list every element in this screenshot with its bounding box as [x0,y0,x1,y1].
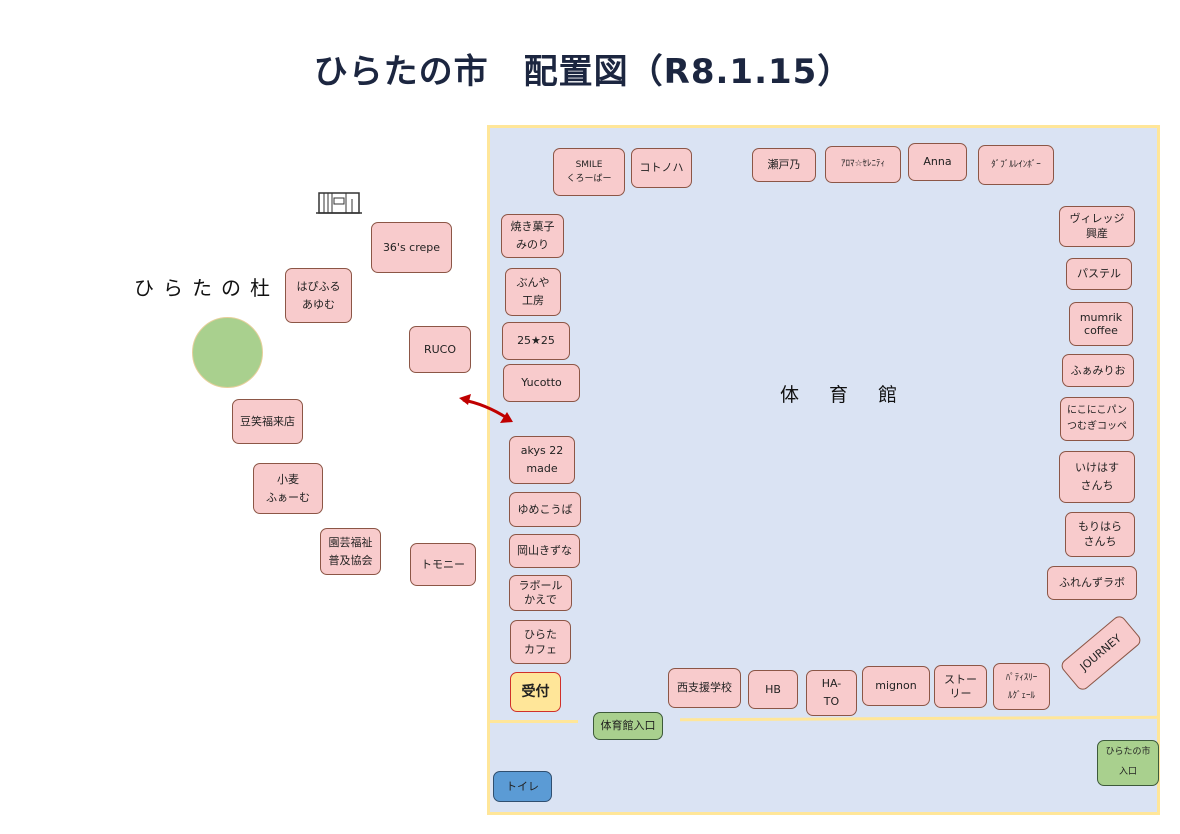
stall-yucotto[interactable]: Yucotto [503,364,580,402]
stall-pastel[interactable]: パステル [1066,258,1132,290]
stall-okayama-kizuna[interactable]: 岡山きずな [509,534,580,568]
toilet[interactable]: トイレ [493,771,552,802]
wall-line [488,720,578,723]
stall-mame-warai[interactable]: 豆笑福来店 [232,399,303,444]
stall-double-rainbow[interactable]: ﾀﾞﾌﾞﾙﾚｲﾝﾎﾞｰ [978,145,1054,185]
stall-komugi-farm[interactable]: 小麦 ふぁーむ [253,463,323,514]
stall-bunya-kobo[interactable]: ぶんや 工房 [505,268,561,316]
two-way-arrow-icon [459,394,513,423]
tree-circle [192,317,263,388]
stall-ha-to[interactable]: HA- TO [806,670,857,716]
stall-tomony[interactable]: トモニー [410,543,476,586]
hirata-mori-label: ひらたの杜 [134,276,279,300]
gym-label: 体 育 館 [780,384,910,406]
stall-smile[interactable]: SMILE くろーばー [553,148,625,196]
gym-entrance[interactable]: 体育館入口 [593,712,663,740]
stall-mignon[interactable]: mignon [862,666,930,706]
stall-mumrik-coffee[interactable]: mumrik coffee [1069,302,1133,346]
stall-ikehasu-sanchi[interactable]: いけはす さんち [1059,451,1135,503]
stall-hirata-cafe[interactable]: ひらた カフェ [510,620,571,664]
stall-nikoniko-pan[interactable]: にこにこパン つむぎコッペ [1060,397,1134,441]
stall-morihara-sanchi[interactable]: もりはら さんち [1065,512,1135,557]
stall-village-kosan[interactable]: ヴィレッジ 興産 [1059,206,1135,247]
stall-yakigashi-minori[interactable]: 焼き菓子 みのり [501,214,564,258]
stall-engei-fukushi[interactable]: 園芸福祉 普及協会 [320,528,381,575]
stall-happyful-ayumu[interactable]: はぴふる あゆむ [285,268,352,323]
building-icon [316,192,362,214]
stall-labor-kaede[interactable]: ラボール かえで [509,575,572,611]
stall-hb[interactable]: HB [748,670,798,709]
stall-setono[interactable]: 瀬戸乃 [752,148,816,182]
stall-akys22-made[interactable]: akys 22 made [509,436,575,484]
stall-ruco[interactable]: RUCO [409,326,471,373]
stall-yumekouba[interactable]: ゆめこうば [509,492,581,527]
stall-36s-crepe[interactable]: 36's crepe [371,222,452,273]
stall-nishi-shien-gakko[interactable]: 西支援学校 [668,668,741,708]
stall-story[interactable]: ストー リー [934,665,987,708]
stall-25-25[interactable]: 25★25 [502,322,570,360]
stall-aroma-serenity[interactable]: ｱﾛﾏ☆ｾﾚﾆﾃｨ [825,146,901,183]
stall-anna[interactable]: Anna [908,143,967,181]
reception[interactable]: 受付 [510,672,561,712]
stall-patisserie[interactable]: ﾊﾟﾃｨｽﾘｰ ﾙｸﾞｪｰﾙ [993,663,1050,710]
stall-friends-lab[interactable]: ふれんずラボ [1047,566,1137,600]
page-title: ひらたの市 配置図（R8.1.15） [313,52,853,92]
stall-famirio[interactable]: ふぁみりお [1062,354,1134,387]
stall-kotonoha[interactable]: コトノハ [631,148,692,188]
market-entrance[interactable]: ひらたの市 入口 [1097,740,1159,786]
